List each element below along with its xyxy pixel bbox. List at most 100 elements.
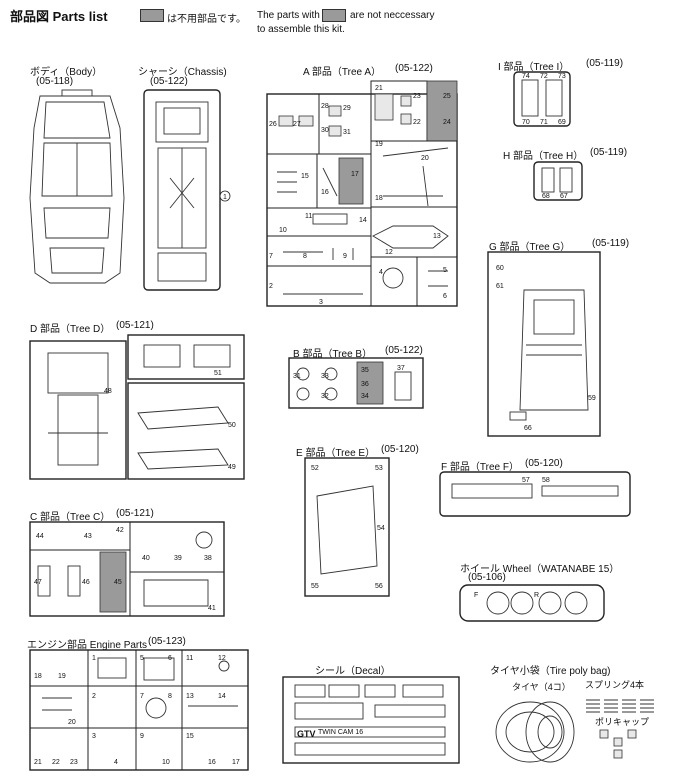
- svg-text:74: 74: [522, 73, 530, 80]
- svg-text:2: 2: [92, 693, 96, 700]
- body-part-drawing: [29, 89, 125, 284]
- svg-text:68: 68: [542, 193, 550, 200]
- chassis-name: シャーシ（Chassis): [138, 67, 227, 78]
- svg-text:46: 46: [82, 579, 90, 586]
- svg-text:22: 22: [52, 759, 60, 766]
- svg-text:33: 33: [321, 373, 329, 380]
- tree-a-part-numbers: 26 27 28 29 30 31 21 22 23 24 25 19 20 1…: [269, 85, 451, 306]
- svg-text:13: 13: [186, 693, 194, 700]
- svg-text:10: 10: [162, 759, 170, 766]
- svg-text:16: 16: [208, 759, 216, 766]
- svg-text:66: 66: [524, 425, 532, 432]
- tree-e-name: E 部品（Tree E）: [296, 448, 376, 459]
- svg-text:5: 5: [140, 655, 144, 662]
- engine-drawing: 18 19 20 21 22 23 1 2 3 4 5 6 7 8 9 10 1…: [29, 649, 249, 771]
- legend-en-3: to assemble this kit.: [257, 24, 345, 35]
- svg-text:34: 34: [361, 393, 369, 400]
- tree-c-code: (05-121): [116, 508, 154, 519]
- tree-i-code: (05-119): [586, 58, 624, 69]
- unneeded-part-swatch-2: [322, 9, 346, 22]
- tree-i-drawing: 74 72 73 70 71 69: [513, 71, 571, 127]
- tree-a-code: (05-122): [395, 63, 433, 74]
- svg-text:15: 15: [186, 733, 194, 740]
- svg-text:40: 40: [142, 555, 150, 562]
- svg-text:F: F: [474, 592, 478, 599]
- svg-text:51: 51: [214, 370, 222, 377]
- tree-e-code: (05-120): [381, 444, 419, 455]
- tree-a-drawing: 26 27 28 29 30 31 21 22 23 24 25 19 20 1…: [266, 80, 458, 307]
- tree-b-drawing: 31 32 33 34 35 36 37: [288, 357, 424, 409]
- tire-bag-drawing: [495, 699, 654, 763]
- svg-text:38: 38: [204, 555, 212, 562]
- tree-h-drawing: 68 67: [533, 161, 583, 201]
- svg-text:56: 56: [375, 583, 383, 590]
- svg-text:35: 35: [361, 367, 369, 374]
- svg-text:13: 13: [433, 233, 441, 240]
- svg-text:20: 20: [68, 719, 76, 726]
- chassis-num-1: 1: [223, 194, 227, 201]
- svg-text:15: 15: [301, 173, 309, 180]
- tree-g-code: (05-119): [592, 238, 630, 249]
- svg-text:1: 1: [92, 655, 96, 662]
- svg-text:14: 14: [218, 693, 226, 700]
- svg-text:70: 70: [522, 119, 530, 126]
- tree-h-name: H 部品（Tree H）: [503, 151, 584, 162]
- svg-text:61: 61: [496, 283, 504, 290]
- svg-text:73: 73: [558, 73, 566, 80]
- svg-text:12: 12: [218, 655, 226, 662]
- legend-en-2: are not neccessary: [350, 10, 435, 21]
- svg-text:3: 3: [92, 733, 96, 740]
- tree-d-name: D 部品（Tree D）: [30, 324, 111, 335]
- tree-d-code: (05-121): [116, 320, 154, 331]
- decal-twincam: TWIN CAM 16: [318, 729, 364, 736]
- cap-label: ポリキャップ: [595, 717, 650, 727]
- svg-text:26: 26: [269, 121, 277, 128]
- svg-text:31: 31: [343, 129, 351, 136]
- svg-text:2: 2: [269, 283, 273, 290]
- svg-text:72: 72: [540, 73, 548, 80]
- svg-text:11: 11: [305, 213, 312, 220]
- tree-c-name: C 部品（Tree C）: [30, 512, 111, 523]
- svg-text:41: 41: [208, 605, 216, 612]
- svg-text:50: 50: [228, 422, 236, 429]
- svg-text:4: 4: [114, 759, 118, 766]
- engine-part-numbers: 18 19 20 21 22 23 1 2 3 4 5 6 7 8 9 10 1…: [34, 655, 240, 766]
- svg-text:52: 52: [311, 465, 319, 472]
- decal-name: シール（Decal）: [315, 666, 391, 677]
- body-code: (05-118): [36, 76, 74, 87]
- tree-b-name: B 部品（Tree B）: [293, 349, 373, 360]
- wheel-drawing: F R: [459, 584, 605, 622]
- svg-text:3: 3: [319, 299, 323, 306]
- page-title: 部品図 Parts list: [10, 9, 108, 24]
- svg-text:10: 10: [279, 227, 287, 234]
- svg-text:8: 8: [168, 693, 172, 700]
- svg-text:48: 48: [104, 388, 112, 395]
- decal-sheet: [282, 676, 460, 764]
- svg-text:31: 31: [293, 373, 301, 380]
- spring-label: スプリング4本: [585, 680, 645, 690]
- svg-text:7: 7: [269, 253, 273, 260]
- svg-text:21: 21: [34, 759, 42, 766]
- chassis-code: (05-122): [150, 76, 188, 87]
- svg-text:12: 12: [385, 249, 393, 256]
- tree-b-code: (05-122): [385, 345, 423, 356]
- svg-text:39: 39: [174, 555, 182, 562]
- svg-text:23: 23: [70, 759, 78, 766]
- svg-text:17: 17: [351, 171, 359, 178]
- svg-text:R: R: [534, 592, 539, 599]
- tree-g-name: G 部品（Tree G）: [489, 242, 571, 253]
- svg-text:32: 32: [321, 393, 329, 400]
- svg-text:42: 42: [116, 527, 124, 534]
- chassis-drawing: 1: [143, 89, 231, 291]
- tree-e-drawing: 52 53 54 55 56: [304, 457, 390, 597]
- svg-text:55: 55: [311, 583, 319, 590]
- engine-code: (05-123): [148, 636, 186, 647]
- svg-text:11: 11: [186, 655, 193, 662]
- tire-label: タイヤ（4コ）: [512, 682, 571, 692]
- svg-text:59: 59: [588, 395, 596, 402]
- svg-text:47: 47: [34, 579, 42, 586]
- svg-text:21: 21: [375, 85, 383, 92]
- legend-en-1: The parts with: [257, 10, 320, 21]
- svg-text:19: 19: [58, 673, 66, 680]
- svg-text:9: 9: [140, 733, 144, 740]
